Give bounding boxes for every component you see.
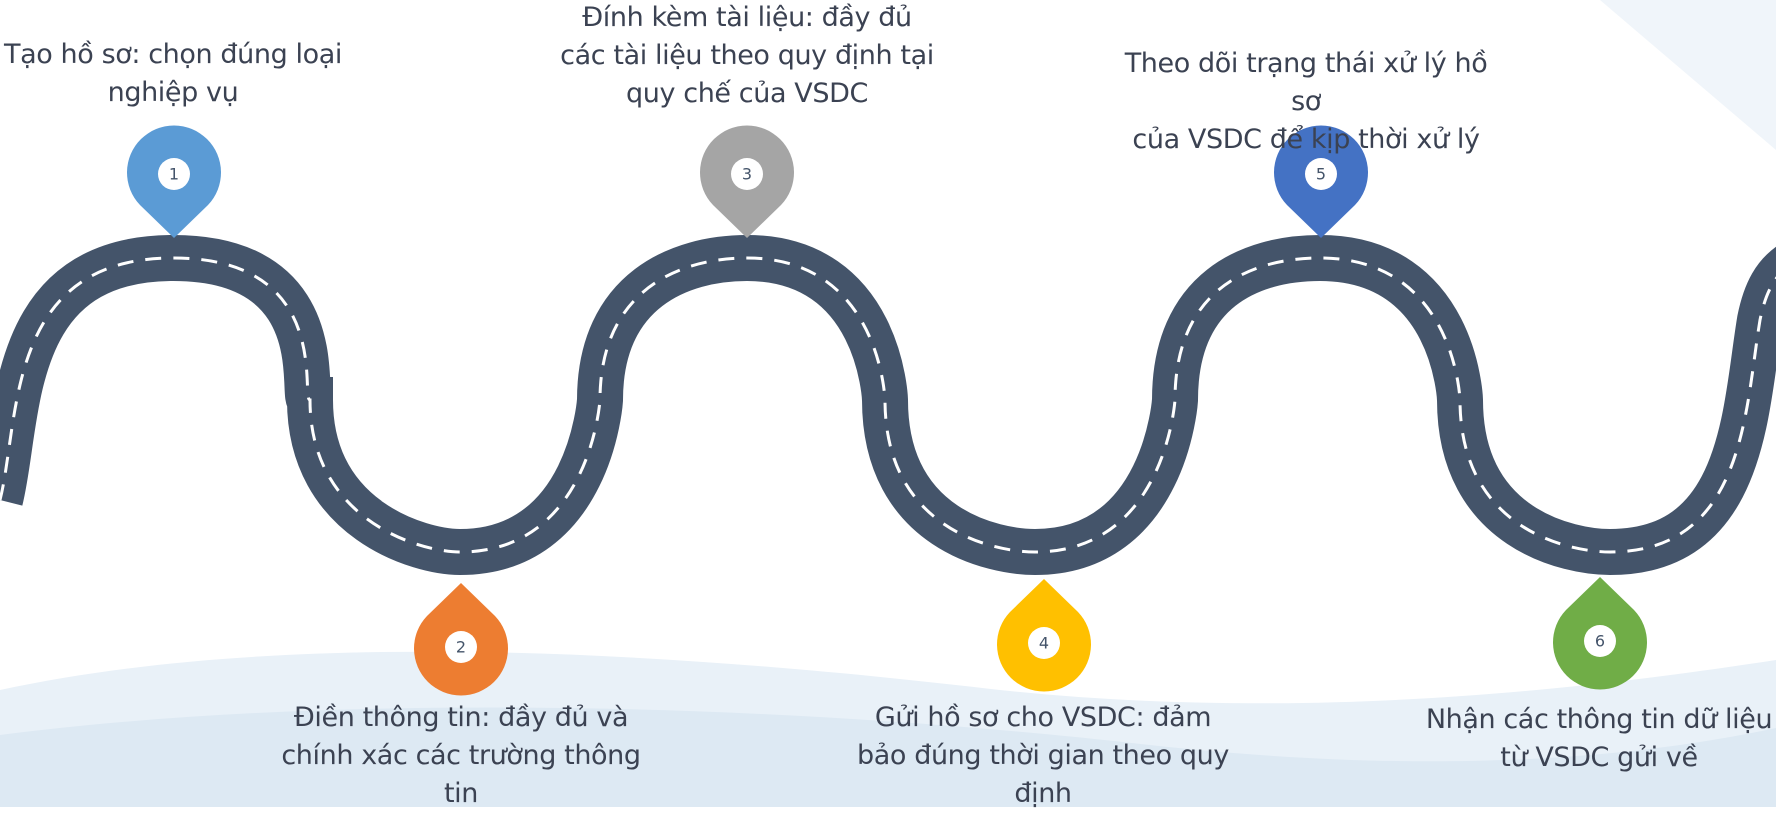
step-5-number: 5 bbox=[1316, 165, 1326, 184]
step-2-pin: 2 bbox=[414, 583, 508, 695]
step-3-text: Đính kèm tài liệu: đầy đủ các tài liệu t… bbox=[547, 0, 947, 113]
step-6-text: Nhận các thông tin dữ liệu từ VSDC gửi v… bbox=[1399, 701, 1776, 777]
background-corner-shape bbox=[1600, 0, 1776, 150]
step-4-number: 4 bbox=[1039, 634, 1049, 653]
step-3-number: 3 bbox=[742, 165, 752, 184]
step-1-pin: 1 bbox=[127, 126, 221, 238]
step-1-text: Tạo hồ sơ: chọn đúng loại nghiệp vụ bbox=[0, 36, 373, 112]
step-4-pin: 4 bbox=[997, 579, 1091, 691]
step-1-number: 1 bbox=[169, 165, 179, 184]
step-5-text: Theo dõi trạng thái xử lý hồ sơ của VSDC… bbox=[1106, 45, 1506, 159]
step-6-number: 6 bbox=[1595, 632, 1605, 651]
step-4-text: Gửi hồ sơ cho VSDC: đảm bảo đúng thời gi… bbox=[843, 699, 1243, 813]
step-2-text: Điền thông tin: đầy đủ và chính xác các … bbox=[261, 699, 661, 813]
step-2-number: 2 bbox=[456, 638, 466, 657]
road bbox=[0, 258, 1776, 552]
step-3-pin: 3 bbox=[700, 126, 794, 238]
step-6-pin: 6 bbox=[1553, 577, 1647, 689]
